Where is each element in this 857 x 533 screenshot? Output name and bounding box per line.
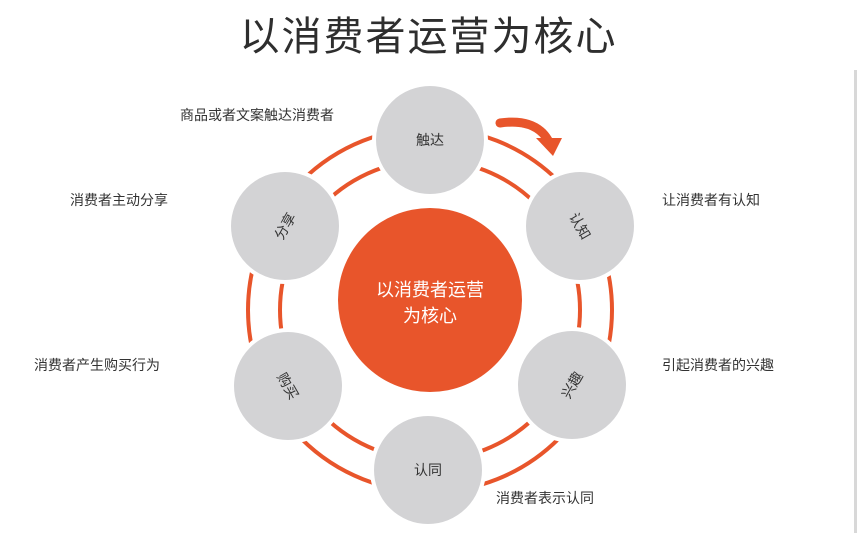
center-label-line1: 以消费者运营 bbox=[376, 280, 484, 301]
page-title: 以消费者运营为核心 bbox=[239, 14, 618, 60]
callout-reach: 商品或者文案触达消费者 bbox=[180, 108, 334, 124]
node-identify: 认同 bbox=[370, 412, 486, 528]
cycle-arrow-icon bbox=[495, 117, 553, 145]
cycle-arrowhead-icon bbox=[536, 138, 562, 156]
callout-interest: 引起消费者的兴趣 bbox=[662, 358, 774, 374]
center-label-line2: 为核心 bbox=[403, 306, 457, 327]
node-cognition: 认知 bbox=[522, 168, 638, 284]
node-reach: 触达 bbox=[372, 82, 488, 198]
node-share: 分享 bbox=[227, 168, 343, 284]
node-interest: 兴趣 bbox=[514, 327, 630, 443]
node-purchase: 购买 bbox=[230, 328, 346, 444]
callout-identify: 消费者表示认同 bbox=[496, 491, 594, 507]
callout-cognition: 让消费者有认知 bbox=[662, 193, 760, 209]
node-label-reach: 触达 bbox=[416, 133, 444, 149]
right-edge-divider bbox=[854, 70, 857, 533]
node-label-identify: 认同 bbox=[414, 463, 442, 479]
callout-share: 消费者主动分享 bbox=[70, 193, 168, 209]
center-circle bbox=[338, 208, 522, 392]
callout-purchase: 消费者产生购买行为 bbox=[34, 358, 160, 374]
